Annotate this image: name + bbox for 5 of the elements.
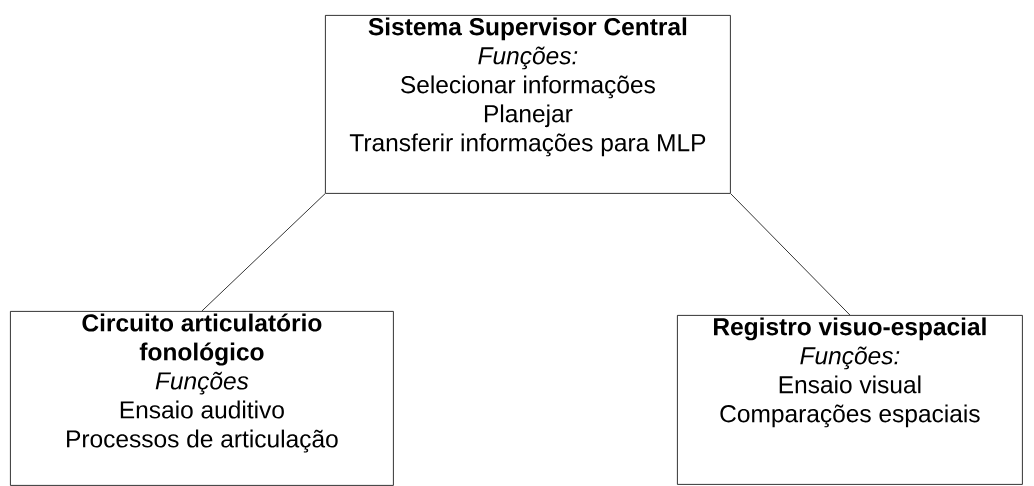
connector-line xyxy=(730,193,851,316)
process-box: Circuito articulatório fonológico Funções Ensaio auditivo Processos de articulação xyxy=(10,311,394,486)
process-box: Registro visuo-espacial Funções: Ensaio visual Comparações espaciais xyxy=(677,315,1023,485)
process-box: Sistema Supervisor Central Funções: Selecionar informações Planejar Transferir informações para MLP xyxy=(325,15,731,194)
connector-line xyxy=(201,193,326,312)
